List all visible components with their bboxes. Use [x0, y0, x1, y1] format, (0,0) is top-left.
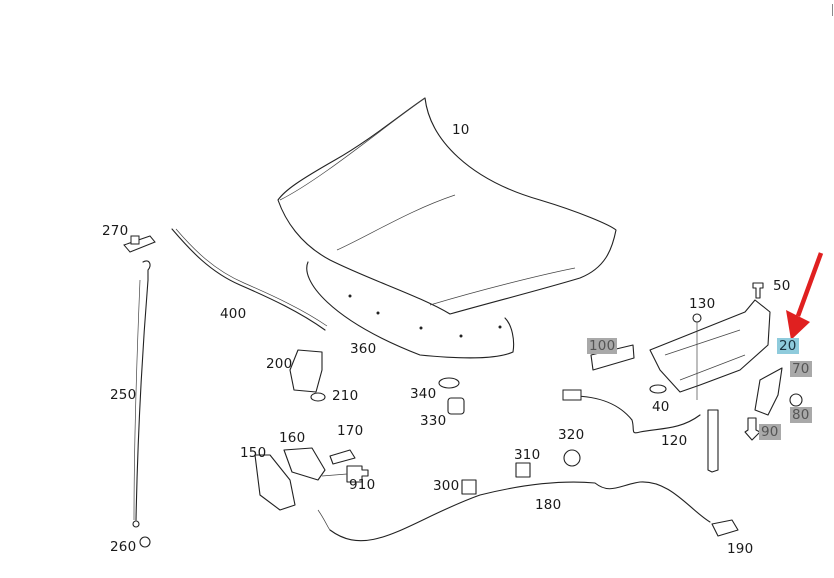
part-70[interactable]: [754, 367, 783, 416]
label-part-120[interactable]: 120: [661, 433, 688, 449]
label-part-160[interactable]: 160: [279, 430, 306, 446]
part-190[interactable]: [711, 519, 739, 537]
label-part-190[interactable]: 190: [727, 541, 754, 557]
label-part-400[interactable]: 400: [220, 306, 247, 322]
label-part-200[interactable]: 200: [266, 356, 293, 372]
label-part-910[interactable]: 910: [349, 477, 376, 493]
label-part-50[interactable]: 50: [773, 278, 791, 294]
part-seal-340[interactable]: [438, 377, 460, 389]
part-hood[interactable]: [277, 97, 617, 315]
label-part-150[interactable]: 150: [240, 445, 267, 461]
part-strip-400[interactable]: [171, 228, 328, 331]
label-part-80[interactable]: 80: [790, 407, 812, 423]
label-part-130[interactable]: 130: [689, 296, 716, 312]
label-part-310[interactable]: 310: [514, 447, 541, 463]
part-bracket-200[interactable]: [289, 349, 323, 393]
label-part-360[interactable]: 360: [350, 341, 377, 357]
label-part-300[interactable]: 300: [433, 478, 460, 494]
part-sensor-330[interactable]: [447, 397, 465, 415]
highlight-arrow-icon: [786, 252, 824, 340]
part-bolt-170[interactable]: [329, 449, 356, 465]
part-bolt-50[interactable]: [752, 282, 764, 299]
label-part-70[interactable]: 70: [790, 361, 812, 377]
part-strip-100[interactable]: [590, 344, 635, 371]
label-part-340[interactable]: 340: [410, 386, 437, 402]
part-320[interactable]: [563, 449, 581, 467]
edge-divider: [832, 4, 833, 16]
part-washer-40[interactable]: [649, 384, 667, 394]
label-part-40[interactable]: 40: [652, 399, 670, 415]
label-part-180[interactable]: 180: [535, 497, 562, 513]
part-310[interactable]: [515, 462, 531, 478]
label-part-20-selected[interactable]: 20: [777, 338, 799, 354]
part-80[interactable]: [789, 393, 803, 407]
part-lock-20[interactable]: [649, 299, 771, 393]
part-grommet-260[interactable]: [139, 536, 151, 548]
label-part-10[interactable]: 10: [452, 122, 470, 138]
label-part-260[interactable]: 260: [110, 539, 137, 555]
part-lock-150[interactable]: [254, 454, 296, 511]
part-seal-360[interactable]: [306, 261, 515, 359]
label-part-270[interactable]: 270: [102, 223, 129, 239]
part-lock-160[interactable]: [283, 447, 326, 481]
label-part-90[interactable]: 90: [759, 424, 781, 440]
label-part-210[interactable]: 210: [332, 388, 359, 404]
label-part-320[interactable]: 320: [558, 427, 585, 443]
part-910[interactable]: [346, 465, 369, 483]
label-part-250[interactable]: 250: [110, 387, 137, 403]
part-300[interactable]: [461, 479, 477, 495]
label-part-330[interactable]: 330: [420, 413, 447, 429]
part-clip-210[interactable]: [310, 392, 326, 402]
part-holder-270[interactable]: [123, 235, 156, 253]
part-cable-180[interactable]: [329, 481, 711, 542]
label-part-170[interactable]: 170: [337, 423, 364, 439]
part-90[interactable]: [744, 417, 761, 441]
part-nut-130[interactable]: [692, 313, 702, 323]
part-cable-120[interactable]: [571, 395, 701, 434]
label-part-100[interactable]: 100: [587, 338, 618, 354]
part-rod-250[interactable]: [132, 260, 151, 528]
